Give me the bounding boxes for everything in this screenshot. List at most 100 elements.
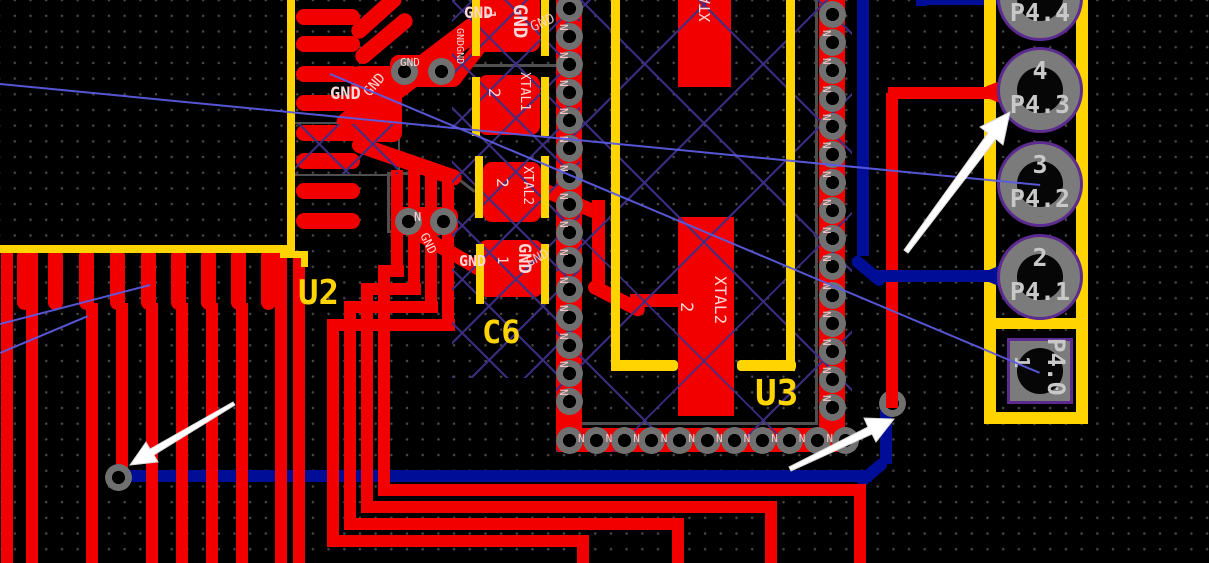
pin-net-label: P4.1	[1009, 277, 1071, 306]
u2-pad[interactable]	[231, 248, 246, 310]
copper-trace-top[interactable]	[361, 289, 373, 513]
c6-ref-label[interactable]: C6	[482, 313, 521, 351]
u2-ref-label[interactable]: U2	[298, 273, 339, 313]
copper-trace-bottom[interactable]	[876, 270, 994, 282]
copper-trace-top[interactable]	[296, 66, 360, 82]
copper-trace-top[interactable]	[296, 36, 360, 52]
copper-trace-top[interactable]	[344, 301, 438, 313]
via-net-label: N	[633, 432, 640, 445]
copper-trace-top[interactable]	[592, 200, 605, 285]
pin-net-label: P4.0	[1042, 338, 1070, 396]
silkscreen-outline	[472, 77, 480, 136]
copper-trace-top[interactable]	[26, 250, 38, 563]
copper-trace-top[interactable]	[296, 213, 360, 229]
via[interactable]	[555, 0, 583, 22]
via-net-label: N	[743, 432, 751, 445]
u2-pad[interactable]	[79, 248, 94, 310]
via-net-label: N	[557, 333, 570, 340]
via-net-label: N	[557, 80, 570, 87]
u2-pad[interactable]	[141, 248, 156, 310]
connector-pad-p4.3[interactable]	[997, 47, 1083, 133]
c6-pad1-gnd-callout[interactable]: GND	[459, 252, 487, 270]
copper-trace-top[interactable]	[206, 303, 218, 563]
copper-trace-top[interactable]	[327, 325, 339, 547]
via-net-label: N	[820, 58, 833, 65]
u2-pad[interactable]	[110, 248, 125, 310]
via[interactable]	[427, 57, 455, 85]
copper-trace-top[interactable]	[86, 303, 98, 563]
u3-xtal2-pin: 2	[676, 302, 696, 313]
u2-pad[interactable]	[48, 248, 63, 310]
copper-trace-bottom[interactable]	[857, 0, 869, 256]
via-net-label: N	[820, 170, 833, 178]
via-net-label: N	[771, 432, 778, 445]
via-net-label: N	[798, 432, 806, 445]
connector-pad-p4.1[interactable]	[997, 234, 1083, 320]
via-net-label: N	[557, 361, 570, 368]
c6-pad1-number: 1	[494, 256, 510, 265]
copper-trace-top[interactable]	[327, 535, 589, 547]
u2-pad[interactable]	[261, 248, 276, 310]
copper-trace-top[interactable]	[888, 87, 992, 99]
via[interactable]	[390, 57, 418, 85]
via-net-label: N	[688, 432, 696, 445]
copper-trace-top[interactable]	[293, 252, 305, 563]
copper-trace-top[interactable]	[886, 93, 898, 408]
pad-hole	[1017, 67, 1063, 113]
copper-trace-top[interactable]	[296, 9, 360, 25]
via[interactable]	[394, 207, 422, 235]
copper-trace-top[interactable]	[630, 294, 682, 307]
via-net-label: N	[557, 276, 570, 284]
copper-trace-top[interactable]	[327, 319, 455, 331]
copper-trace-top[interactable]	[176, 303, 188, 563]
gnd-net-label[interactable]: GND	[400, 56, 420, 69]
pad-hole	[1017, 254, 1063, 300]
silkscreen-outline	[301, 251, 308, 267]
copper-trace-top[interactable]	[361, 501, 777, 513]
via-net-label: N	[820, 198, 833, 206]
via-net-label: N	[820, 226, 833, 234]
via-net-label: N	[557, 248, 570, 256]
gnd-net-label[interactable]: GND	[330, 84, 361, 104]
copper-trace-top[interactable]	[146, 303, 158, 563]
copper-trace-top[interactable]	[296, 183, 360, 199]
via[interactable]	[104, 463, 132, 491]
c5-pad2-net: XTAL1	[517, 72, 532, 112]
copper-trace-top[interactable]	[378, 484, 866, 496]
gnd-net-label-vertical[interactable]: GNDGND	[454, 28, 465, 65]
u2-pad[interactable]	[171, 248, 186, 310]
c5-pad1-number: 1	[481, 10, 499, 20]
via[interactable]	[429, 207, 457, 235]
via[interactable]	[831, 426, 859, 454]
copper-trace-top[interactable]	[1, 250, 13, 563]
copper-trace-top[interactable]	[854, 490, 866, 563]
copper-trace-bottom[interactable]	[124, 470, 872, 482]
copper-trace-top[interactable]	[577, 541, 589, 563]
via-net-label: N	[820, 30, 833, 37]
connector-pad-p4.2[interactable]	[997, 141, 1083, 227]
copper-trace-bottom[interactable]	[920, 0, 1016, 5]
via-net-label: N	[820, 114, 833, 121]
copper-trace-top[interactable]	[344, 518, 684, 530]
via[interactable]	[818, 0, 846, 28]
c6-pad2-net: XTAL2	[520, 166, 535, 206]
u3-courtyard-bottom	[578, 422, 818, 425]
copper-trace-top[interactable]	[275, 252, 287, 563]
copper-trace-top[interactable]	[236, 303, 248, 563]
copper-trace-top[interactable]	[116, 303, 128, 475]
via-net-label: N	[820, 367, 833, 374]
copper-trace-top[interactable]	[765, 507, 777, 563]
via-net-label: N	[605, 432, 613, 445]
copper-trace-top[interactable]	[296, 153, 360, 169]
silkscreen-outline	[737, 360, 796, 371]
u2-pad[interactable]	[201, 248, 216, 310]
copper-trace-top[interactable]	[672, 524, 684, 563]
copper-trace-top[interactable]	[344, 307, 356, 530]
pin-net-label: P4.4	[1009, 0, 1071, 27]
u3-ref-label[interactable]: U3	[755, 373, 799, 414]
via-net-label: N	[660, 432, 668, 445]
copper-trace-top[interactable]	[352, 66, 398, 80]
copper-trace-top[interactable]	[378, 271, 390, 496]
copper-trace-top[interactable]	[361, 283, 421, 295]
